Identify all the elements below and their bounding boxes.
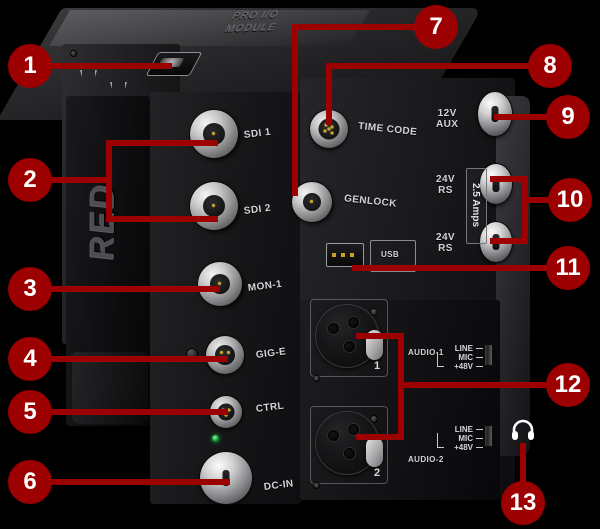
leader-drop-8	[326, 63, 332, 125]
screw	[370, 308, 378, 316]
callout-badge-1[interactable]: 1	[8, 44, 52, 88]
leader-branch-2-sdi1	[106, 140, 218, 146]
leader-line-3	[44, 286, 220, 292]
leader-spine-12	[398, 333, 404, 440]
usb-label: USB	[381, 250, 400, 259]
chevron-icon	[80, 70, 97, 96]
audio-2-mic-label: MIC	[458, 434, 473, 443]
audio-1-number: 1	[374, 360, 381, 372]
24v-rs-top-socket	[480, 164, 512, 204]
callout-badge-12[interactable]: 12	[546, 363, 590, 407]
audio-1-phantom-label: +48V	[454, 362, 473, 371]
mon-1-connector	[198, 262, 242, 306]
callout-badge-5[interactable]: 5	[8, 390, 52, 434]
sdi-2-connector	[190, 182, 238, 230]
leader-branch-12-audio2	[356, 434, 404, 440]
24v-rs-top-label: 24V RS	[436, 174, 455, 196]
audio-1-mode-switch[interactable]	[484, 344, 493, 366]
dc-in-connector	[200, 452, 252, 504]
audio-1-line-tick	[476, 348, 483, 349]
leader-line-6	[44, 479, 230, 485]
amps-label: 2.5 Amps	[470, 182, 481, 228]
callout-badge-10[interactable]: 10	[548, 178, 592, 222]
audio-1-mic-tick	[476, 357, 483, 358]
callout-badge-13[interactable]: 13	[501, 481, 545, 525]
audio-1-line-label: LINE	[454, 344, 473, 353]
sdi-1-connector	[190, 110, 238, 158]
audio-2-bracket	[437, 433, 444, 448]
device-right-edge	[496, 96, 530, 456]
callout-badge-4[interactable]: 4	[8, 337, 52, 381]
audio-2-phantom-tick	[476, 447, 483, 448]
audio-2-phantom-label: +48V	[454, 443, 473, 452]
leader-line-8	[326, 63, 534, 69]
leader-branch-12-audio1	[356, 333, 404, 339]
leader-line-1	[44, 63, 172, 69]
callout-badge-6[interactable]: 6	[8, 460, 52, 504]
usb-port	[326, 243, 364, 267]
leader-line-5	[44, 409, 228, 415]
leader-spine-2	[106, 140, 112, 222]
audio-2-mode-switch[interactable]	[484, 425, 493, 447]
leader-line-9	[494, 114, 552, 120]
callout-badge-11[interactable]: 11	[546, 246, 590, 290]
screw	[313, 375, 320, 382]
audio-2-outline	[310, 406, 388, 484]
24v-rs-bottom-label: 24V RS	[436, 232, 455, 254]
leader-line-12	[404, 382, 552, 388]
leader-line-7	[292, 24, 420, 30]
leader-line-4	[44, 356, 228, 362]
callout-badge-8[interactable]: 8	[528, 44, 572, 88]
genlock-connector	[292, 182, 332, 222]
screw	[370, 415, 378, 423]
usb-label-box	[370, 240, 416, 272]
status-led	[212, 435, 219, 442]
headphone-icon	[512, 419, 534, 440]
callout-badge-7[interactable]: 7	[414, 5, 458, 49]
12v-aux-label: 12V AUX	[436, 108, 459, 130]
audio-2-latch	[366, 437, 383, 467]
leader-line-2	[44, 177, 112, 183]
gig-e-connector	[206, 336, 244, 374]
leader-branch-10-top	[490, 176, 528, 182]
callout-badge-9[interactable]: 9	[546, 95, 590, 139]
screw	[313, 482, 320, 489]
leader-spine-10	[522, 176, 528, 244]
callout-badge-2[interactable]: 2	[8, 158, 52, 202]
audio-2-mic-tick	[476, 438, 483, 439]
leader-line-13	[520, 443, 526, 491]
audio-2-number: 2	[374, 467, 381, 479]
leader-branch-10-bottom	[490, 238, 528, 244]
leader-line-10	[528, 197, 558, 203]
audio-1-label: AUDIO-1	[408, 348, 444, 357]
audio-2-line-label: LINE	[454, 425, 473, 434]
audio-1-phantom-tick	[476, 366, 483, 367]
callout-badge-3[interactable]: 3	[8, 267, 52, 311]
audio-2-label: AUDIO-2	[408, 455, 444, 464]
amps-plate	[466, 168, 487, 244]
audio-2-line-tick	[476, 429, 483, 430]
leader-drop-7	[292, 24, 298, 196]
leader-line-11	[352, 265, 552, 271]
leader-branch-2-sdi2	[106, 216, 218, 222]
audio-1-bracket	[437, 352, 444, 367]
screw	[70, 50, 77, 57]
audio-1-mic-label: MIC	[458, 353, 473, 362]
